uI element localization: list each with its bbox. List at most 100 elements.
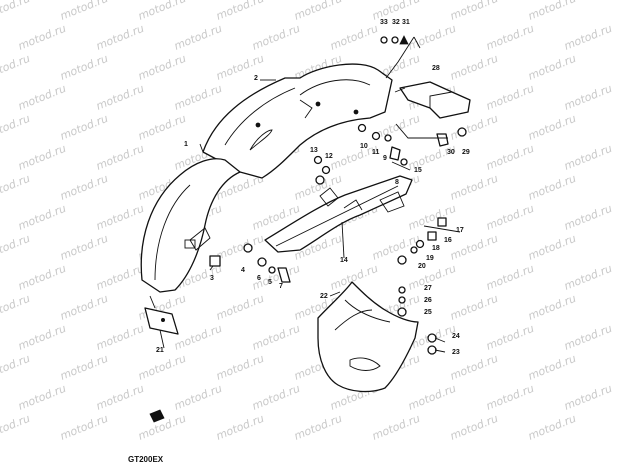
callout-labels: 1234567891011121314151617181920212223242… [156,19,470,356]
watermark-text: motod.ru [526,412,578,443]
watermark-text: motod.ru [94,22,146,53]
watermark-text: motod.ru [448,352,500,383]
watermark-text: motod.ru [0,292,32,323]
watermark-text: motod.ru [58,232,110,263]
watermark-text: motod.ru [58,292,110,323]
watermark-text: motod.ru [214,412,266,443]
watermark-text: motod.ru [0,412,32,443]
watermark-text: motod.ru [94,382,146,413]
watermark-text: motod.ru [172,22,224,53]
frame-bracket [264,175,413,253]
leader-lines [159,36,461,353]
watermark-text: motod.ru [16,82,68,113]
callout-22: 22 [320,293,328,300]
watermark-text: motod.ru [484,202,536,233]
watermark-text: motod.ru [562,202,614,233]
watermark-text: motod.ru [16,262,68,293]
callout-4: 4 [241,267,245,274]
callout-27: 27 [424,285,432,292]
callout-12: 12 [325,153,333,160]
watermark-text: motod.ru [562,142,614,173]
watermark-text: motod.ru [172,322,224,353]
callout-30: 30 [447,149,455,156]
watermark-text: motod.ru [16,382,68,413]
callout-17: 17 [456,227,464,234]
watermark-text: motod.ru [58,0,110,23]
watermark-text: motod.ru [0,172,32,203]
callout-29: 29 [462,149,470,156]
callout-31: 31 [402,19,410,26]
watermark-text: motod.ru [16,142,68,173]
watermark-text: motod.ru [214,352,266,383]
watermark-text: motod.ru [0,52,32,83]
callout-16: 16 [444,237,452,244]
callout-14: 14 [340,257,348,264]
watermark-text: motod.ru [526,52,578,83]
watermark-text: motod.ru [250,382,302,413]
callout-13: 13 [310,147,318,154]
watermark-text: motod.ru [136,52,188,83]
callout-23: 23 [452,349,460,356]
watermark-text: motod.ru [484,382,536,413]
callout-3: 3 [210,275,214,282]
bottom-cover [317,281,419,393]
watermark-text: motod.ru [0,352,32,383]
model-code: GT200EX [128,455,164,464]
callout-32: 32 [392,19,400,26]
callout-7: 7 [279,283,283,290]
callout-15: 15 [414,167,422,174]
watermark-text: motod.ru [136,112,188,143]
callout-21: 21 [156,347,164,354]
watermark-text: motod.ru [526,172,578,203]
watermark-text: motod.ru [328,22,380,53]
watermark-text: motod.ru [562,262,614,293]
watermark-text: motod.ru [406,262,458,293]
watermark-text: motod.ru [526,352,578,383]
callout-1: 1 [184,141,188,148]
callout-2: 2 [254,75,258,82]
watermark-text: motod.ru [526,0,578,23]
watermark-text: motod.ru [562,82,614,113]
watermark-text: motod.ru [0,232,32,263]
rear-fender-lower [140,158,241,293]
watermark-text: motod.ru [94,322,146,353]
watermark-text: motod.ru [484,322,536,353]
watermark-text: motod.ru [484,262,536,293]
watermark-text: motod.ru [292,412,344,443]
watermark-text: motod.ru [214,0,266,23]
watermark-text: motod.ru [16,322,68,353]
watermark-text: motod.ru [58,112,110,143]
watermark-text: motod.ru [292,0,344,23]
watermark-text: motod.ru [94,262,146,293]
watermark-text: motod.ru [526,292,578,323]
callout-9: 9 [383,155,387,162]
rear-fender-upper [202,63,393,179]
watermark-text: motod.ru [328,142,380,173]
callout-10: 10 [360,143,368,150]
watermark-text: motod.ru [58,412,110,443]
bracket-28 [394,81,471,119]
callout-11: 11 [372,149,380,156]
callout-25: 25 [424,309,432,316]
callout-28: 28 [432,65,440,72]
callout-19: 19 [426,255,434,262]
watermark-text: motod.ru [448,292,500,323]
watermark-text: motod.ru [448,0,500,23]
watermark-text: motod.ru [0,0,32,23]
callout-18: 18 [432,245,440,252]
watermark-text: motod.ru [562,322,614,353]
callout-6: 6 [257,275,261,282]
watermark-text: motod.ru [94,82,146,113]
watermark-text: motod.ru [406,382,458,413]
watermark-text: motod.ru [406,202,458,233]
watermark-text: motod.ru [16,202,68,233]
watermark-text: motod.ru [172,382,224,413]
watermark-text: motod.ru [214,52,266,83]
watermark-text: motod.ru [526,112,578,143]
watermark-text: motod.ru [448,412,500,443]
watermark-text: motod.ru [370,412,422,443]
watermark-text: motod.ru [448,172,500,203]
watermark-text: motod.ru [448,112,500,143]
watermark-text: motod.ru [484,82,536,113]
